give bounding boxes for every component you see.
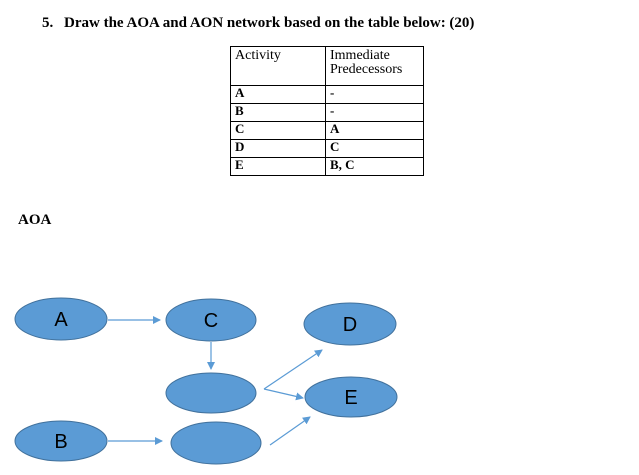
node-d-label: D [343, 314, 357, 336]
section-label-aoa: AOA [18, 212, 52, 228]
node-mid [165, 372, 257, 414]
node-b-label: B [54, 431, 67, 453]
node-a: A [14, 297, 108, 341]
node-b: B [14, 420, 108, 462]
header-predecessors: Immediate Predecessors [325, 46, 424, 86]
header-activity: Activity [230, 46, 326, 86]
edge-mid-to-d [263, 349, 323, 390]
edge-low-to-e [269, 416, 311, 446]
header-predecessors-line2: Predecessors [330, 62, 403, 77]
table-header-row: Activity Immediate Predecessors [230, 46, 424, 86]
question-number: 5. [42, 15, 54, 31]
table-row: B - [230, 103, 424, 122]
question-text: Draw the AOA and AON network based on th… [64, 15, 475, 31]
edge-mid-to-e [263, 388, 304, 401]
question-heading: 5. Draw the AOA and AON network based on … [42, 15, 474, 32]
node-c-label: C [204, 310, 218, 332]
node-c: C [165, 298, 257, 342]
predecessor-cell: B, C [325, 157, 424, 176]
node-low [170, 421, 262, 465]
header-predecessors-line1: Immediate [330, 48, 390, 63]
table-row: E B, C [230, 157, 424, 176]
table-row: C A [230, 121, 424, 140]
header-activity-line: Activity [235, 48, 281, 63]
node-e-label: E [344, 387, 357, 409]
predecessor-table: Activity Immediate Predecessors A - B - … [230, 46, 424, 176]
node-a-label: A [54, 309, 68, 331]
node-e: E [304, 376, 398, 418]
node-d: D [303, 302, 397, 346]
